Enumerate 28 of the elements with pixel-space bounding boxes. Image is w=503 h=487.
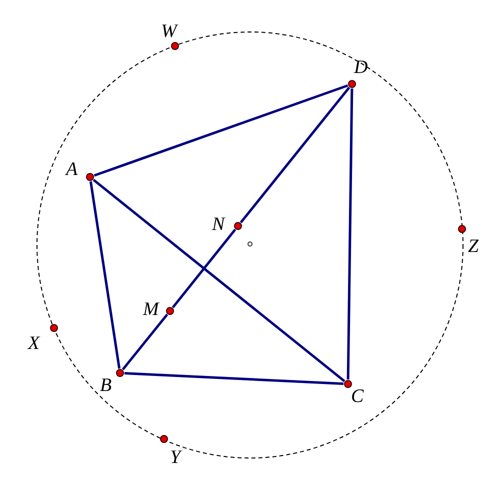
line-segment	[172, 228, 236, 308]
point-marker	[234, 222, 242, 230]
point-label: B	[100, 376, 112, 396]
point-marker	[348, 80, 356, 88]
line-segment	[94, 84, 348, 177]
point-label: Y	[170, 448, 181, 468]
point-label: X	[28, 334, 40, 354]
point-marker	[171, 42, 179, 50]
point-marker	[458, 225, 466, 233]
point-marker	[86, 173, 94, 181]
line-segment	[240, 86, 350, 224]
point-label: W	[161, 22, 177, 42]
point-label: M	[143, 300, 159, 320]
line-segment	[124, 372, 344, 386]
point-label: D	[354, 58, 368, 78]
line-segment	[346, 88, 354, 380]
line-segment	[92, 178, 346, 382]
point-marker	[116, 369, 124, 377]
point-marker	[344, 380, 352, 388]
point-marker	[166, 307, 174, 315]
point-marker	[50, 324, 58, 332]
line-segment	[122, 314, 168, 370]
point-label: A	[66, 160, 78, 180]
line-segment	[89, 181, 121, 369]
point-label: C	[351, 387, 364, 407]
point-label: Z	[468, 237, 479, 257]
point-label: N	[212, 215, 225, 235]
point-marker	[160, 435, 168, 443]
